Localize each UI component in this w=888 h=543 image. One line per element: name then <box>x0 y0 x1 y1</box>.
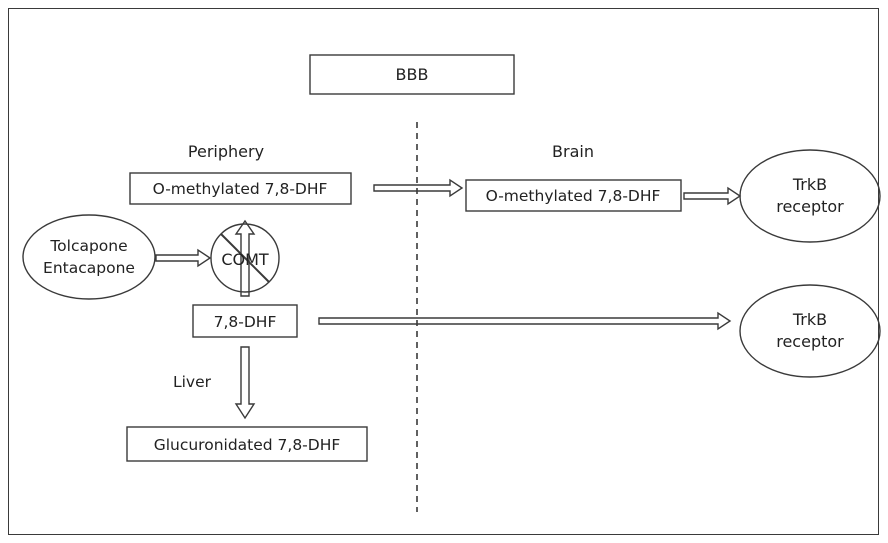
liver-label: Liver <box>173 373 212 391</box>
dhf-label: 7,8-DHF <box>214 313 277 331</box>
om-brain-box <box>465 179 682 212</box>
glucuronidated-box <box>126 426 368 462</box>
arrow-om-brain-to-trkb <box>683 186 742 206</box>
om-periphery-box <box>129 172 352 205</box>
arrow-dhf-to-trkb <box>318 311 732 331</box>
periphery-label: Periphery <box>188 142 264 161</box>
trkb-1-line1: TrkB <box>792 175 827 194</box>
om-brain-label: O-methylated 7,8-DHF <box>486 187 661 205</box>
trkb-2-line1: TrkB <box>792 310 827 329</box>
arrow-dhf-to-om-blocked <box>234 219 256 297</box>
brain-label: Brain <box>552 142 594 161</box>
arrow-om-to-brain <box>373 178 464 198</box>
inhibitor-ellipse <box>22 214 156 300</box>
comt-label: COMT <box>221 250 269 269</box>
dhf-box <box>192 304 298 338</box>
glucuronidated-label: Glucuronidated 7,8-DHF <box>154 436 341 454</box>
trkb-receptor-ellipse-1 <box>739 149 881 243</box>
figure-frame <box>8 8 879 535</box>
om-periphery-label: O-methylated 7,8-DHF <box>153 180 328 198</box>
arrow-inhibitor-to-comt <box>155 248 212 268</box>
comt-inhibition-slash <box>220 233 270 283</box>
inhibitor-line2: Entacapone <box>43 259 135 277</box>
inhibitor-line1: Tolcapone <box>49 237 127 255</box>
bbb-label: BBB <box>396 65 429 84</box>
trkb-receptor-ellipse-2 <box>739 284 881 378</box>
trkb-2-line2: receptor <box>776 332 844 351</box>
bbb-box <box>309 54 515 95</box>
trkb-1-line2: receptor <box>776 197 844 216</box>
arrow-dhf-to-glucuronidated <box>234 346 256 420</box>
